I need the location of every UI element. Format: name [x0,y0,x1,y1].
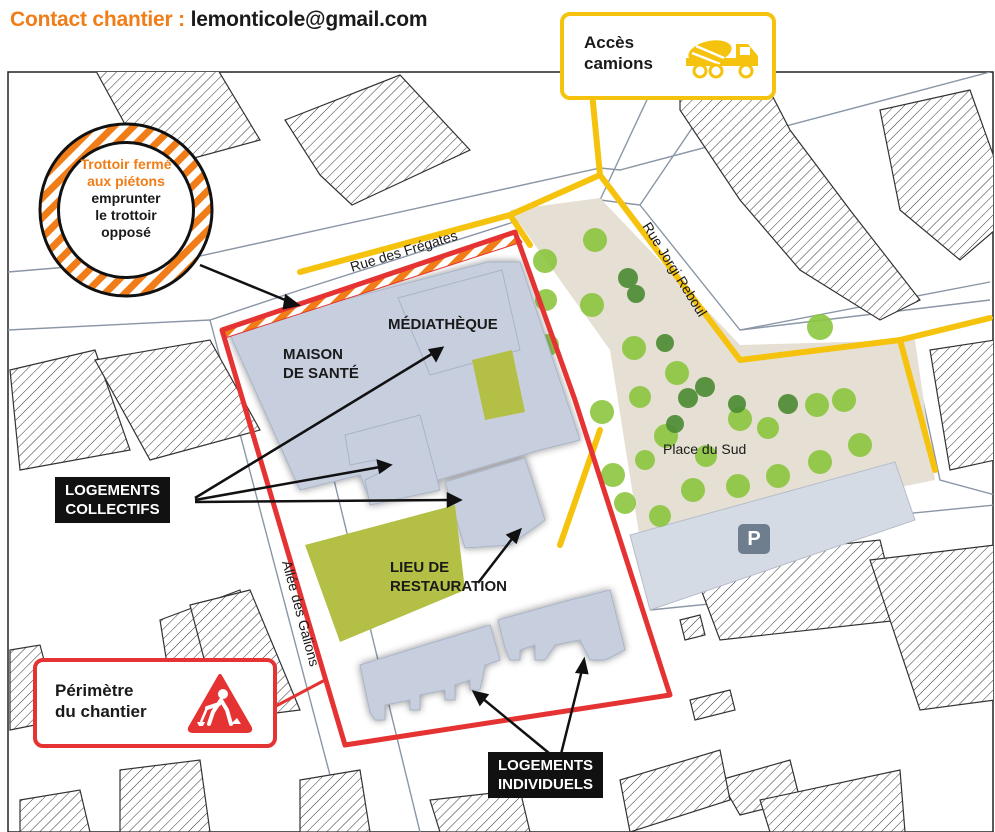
contact-email[interactable]: lemonticole@gmail.com [190,8,428,31]
sidewalk-line4: le trottoir [95,207,157,223]
closed-sidewalk-text: Trottoir fermé aux piétons emprunter le … [57,141,195,279]
sidewalk-line1: Trottoir fermé [80,156,172,172]
restauration-label: LIEU DE RESTAURATION [390,558,507,596]
place-du-sud-label: Place du Sud [663,441,747,457]
restauration-line1: LIEU DE [390,559,450,576]
truck-access-text: Accès camions [584,32,653,74]
pointer-arrows [194,263,589,759]
sidewalk-line3: emprunter [91,190,161,206]
project-buildings [227,261,626,721]
cement-mixer-truck-icon [686,40,758,79]
site-contact: Contact chantier : lemonticole@gmail.com [10,8,428,32]
perimeter-callout: Périmètre du chantier [33,658,277,748]
mediatheque-label: MÉDIATHÈQUE [388,316,498,333]
contact-label: Contact chantier : [10,8,185,31]
courtyard-garden [472,350,525,420]
sidewalk-line5: opposé [101,224,151,240]
parking-badge: P [738,524,770,554]
perimeter-line2: du chantier [55,702,147,721]
truck-access-line2: camions [584,54,653,73]
individuels-line2: INDIVIDUELS [498,776,594,793]
green-area [305,505,465,642]
construction-worker-sign-icon [187,674,253,733]
sidewalk-line2: aux piétons [87,173,165,189]
collectifs-line2: COLLECTIFS [65,501,160,518]
logements-collectifs-label: LOGEMENTS COLLECTIFS [55,477,171,523]
restauration-line2: RESTAURATION [390,578,507,595]
closed-sidewalk-callout: Trottoir fermé aux piétons emprunter le … [36,120,216,300]
collectifs-line1: LOGEMENTS [65,482,161,499]
trees [533,228,872,527]
maison-sante-line2: DE SANTÉ [283,365,359,382]
construction-perimeter [219,229,673,748]
parking-area [629,461,916,611]
perimeter-text: Périmètre du chantier [55,680,147,722]
maison-sante-label: MAISON DE SANTÉ [283,345,359,383]
truck-access-callout: Accès camions [560,12,776,100]
logements-individuels-label: LOGEMENTS INDIVIDUELS [488,752,604,798]
truck-access-line1: Accès [584,33,635,52]
maison-sante-line1: MAISON [283,346,343,363]
perimeter-line1: Périmètre [55,681,134,700]
individuels-line1: LOGEMENTS [498,757,594,774]
perimeter-pointer-line [275,678,326,708]
